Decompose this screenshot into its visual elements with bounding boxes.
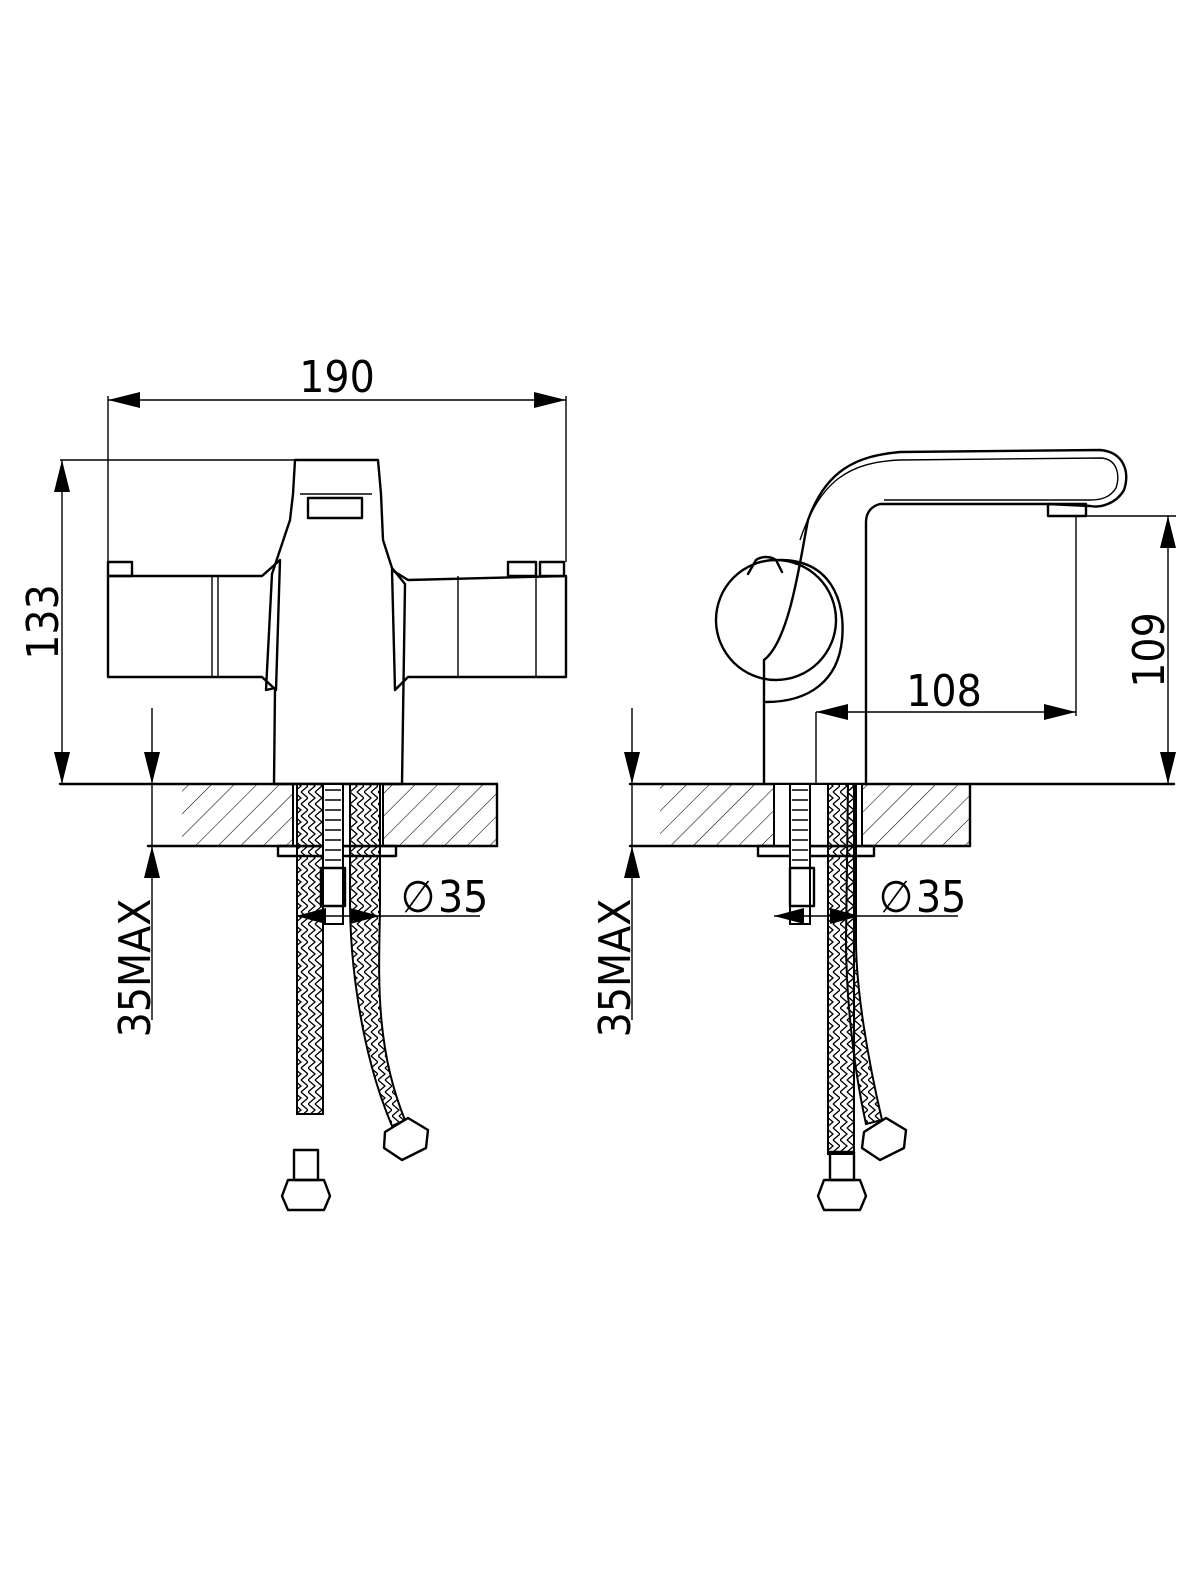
hoses-front [276, 783, 430, 1212]
dim-label-108: 108 [906, 666, 982, 717]
dimension-deck-front: 35MAX [110, 708, 161, 1037]
dim-label-109: 109 [1124, 612, 1175, 688]
dimension-height: 133 [18, 459, 295, 784]
diameter-symbol-front: ∅ [401, 872, 435, 923]
side-view: 108 109 35MAX ∅ 35 [590, 448, 1176, 1212]
hoses-side [756, 783, 908, 1212]
dim-label-35-front: 35 [438, 872, 488, 923]
dim-label-35max-side: 35MAX [590, 899, 641, 1038]
dim-label-35max-front: 35MAX [110, 899, 161, 1038]
diameter-symbol-side: ∅ [879, 872, 913, 923]
dimension-hole-front: ∅ 35 [296, 872, 488, 924]
dim-label-35-side: 35 [916, 872, 966, 923]
dimension-spout-height: 109 [1086, 515, 1176, 784]
countertop-side [628, 782, 1176, 848]
dim-label-133: 133 [18, 584, 69, 660]
faucet-body-front [106, 458, 568, 786]
faucet-body-side [714, 448, 1128, 786]
dimension-width: 190 [107, 352, 567, 576]
dimension-reach: 108 [815, 516, 1077, 784]
dim-label-190: 190 [299, 352, 375, 403]
dimension-deck-side: 35MAX [590, 708, 641, 1037]
dimension-hole-side: ∅ 35 [774, 872, 966, 924]
countertop-front [58, 782, 499, 848]
front-view: 190 133 35MAX ∅ 35 [18, 352, 568, 1212]
